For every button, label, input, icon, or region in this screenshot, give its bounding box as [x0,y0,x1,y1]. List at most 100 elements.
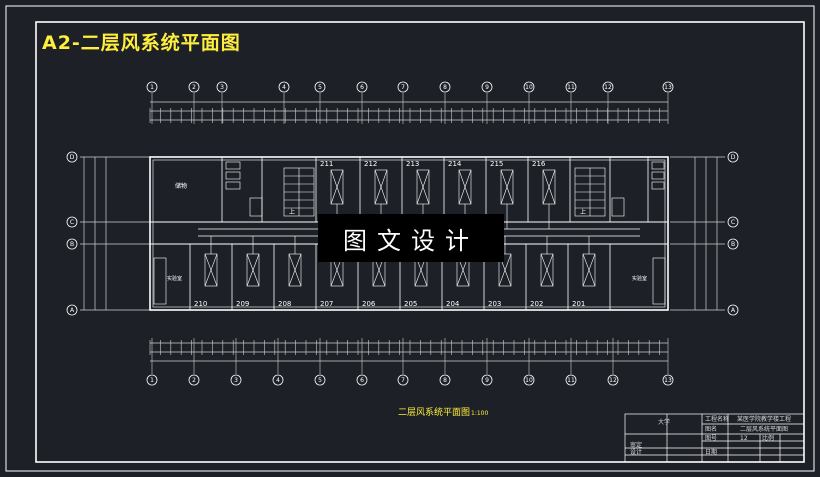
watermark-banner: 图文设计 [318,214,504,262]
duct-unit-208 [288,236,302,287]
duct-unit-215 [500,169,514,229]
title-block-project-name: 某医学院教学楼工程 [737,416,792,423]
room-label-lab-right: 实验室 [632,275,647,282]
top-axis-bubble-5: 5 [314,81,326,124]
room-number-204: 204 [446,300,460,308]
bottom-axis-bubble-2: 2 [188,338,200,386]
svg-text:6: 6 [360,377,364,384]
svg-text:12: 12 [609,377,617,384]
room-number-209: 209 [236,300,249,308]
svg-text:1: 1 [150,84,154,91]
top-axis-bubble-11: 11 [565,81,577,124]
top-dimension-lines [150,101,668,121]
top-axis-bubble-4: 4 [278,81,290,124]
duct-unit-209 [246,236,260,287]
svg-text:7: 7 [401,84,405,91]
title-block-name-label: 图名 [705,426,718,433]
top-axis-bubble-2: 2 [188,81,200,124]
bottom-axis-bubble-13: 13 [662,338,674,386]
left-axis-bubbles: D C B A [66,151,78,316]
right-axis-bubbles: D C B A [727,151,739,316]
duct-unit-210 [204,236,218,287]
title-block-school: 大学 [658,419,671,426]
caption-text: 二层风系统平面图 [398,408,471,418]
top-dimension-ticks [149,108,660,123]
svg-text:C: C [70,219,74,226]
left-axis-bubble-B: B [66,238,78,250]
room-number-213: 213 [406,160,419,168]
top-axis-bubble-10: 10 [523,81,535,124]
left-axis-bubble-D: D [66,151,78,163]
svg-text:A: A [731,307,736,314]
svg-text:5: 5 [318,377,322,384]
bottom-axis-bubble-6: 6 [356,338,368,386]
room-label-storage: 储物 [175,182,187,190]
svg-text:9: 9 [485,84,489,91]
top-axis-bubble-9: 9 [481,81,493,124]
svg-text:B: B [70,241,74,248]
stair-label-left: 上 [289,208,295,216]
svg-text:D: D [70,154,75,161]
svg-text:5: 5 [318,84,322,91]
bottom-axis-bubble-1: 1 [146,338,158,386]
svg-text:2: 2 [192,377,196,384]
bottom-axis-bubble-5: 5 [314,338,326,386]
duct-unit-211 [330,169,344,229]
svg-text:11: 11 [567,84,575,91]
left-axis-bubble-A: A [66,304,78,316]
stair-label-right: 上 [580,208,586,216]
room-number-215: 215 [490,160,503,168]
right-axis-bubble-A: A [727,304,739,316]
room-label-lab-left: 实验室 [167,275,182,282]
top-axis-bubble-12: 12 [602,81,614,124]
svg-text:4: 4 [276,377,280,384]
title-block-lines [624,413,805,463]
svg-text:7: 7 [401,377,405,384]
title-block-drawing-no: 12 [740,435,748,442]
top-room-walls [221,157,649,222]
top-axis-bubble-6: 6 [356,81,368,124]
right-lab-equipment [652,257,666,305]
room-number-211: 211 [320,160,333,168]
svg-text:8: 8 [443,377,447,384]
room-number-206: 206 [362,300,376,308]
svg-text:C: C [731,219,735,226]
right-side-dimensions [670,156,725,311]
bottom-axis-bubble-4: 4 [272,338,284,386]
drawing-caption: 二层风系统平面图1:100 [398,405,488,418]
stair-right [574,167,606,217]
top-axis-bubble-1: 1 [146,81,158,124]
title-block-reviewer-label: 审定 [630,442,643,449]
bottom-dimension-lines [150,342,668,362]
top-axis-bubble-8: 8 [439,81,451,124]
top-room-duct-units [330,169,556,229]
title-block-date-label: 日期 [705,449,718,456]
svg-text:3: 3 [220,84,224,91]
svg-text:D: D [731,154,736,161]
title-block-drawing-no-label: 图号 [705,435,718,442]
drawing-title: A2-二层风系统平面图 [42,32,241,54]
svg-text:B: B [731,241,735,248]
room-number-203: 203 [488,300,501,308]
room-number-207: 207 [320,300,333,308]
outer-border [5,5,815,472]
room-number-201: 201 [572,300,585,308]
top-axis-bubble-7: 7 [397,81,409,124]
left-axis-bubble-C: C [66,216,78,228]
svg-text:2: 2 [192,84,196,91]
left-side-dimensions [80,156,150,311]
right-axis-bubble-D: D [727,151,739,163]
top-axis-bubble-13: 13 [662,81,674,124]
bottom-axis-bubble-3: 3 [230,338,242,386]
svg-text:10: 10 [525,84,533,91]
toilet-fixtures-right [611,161,665,217]
room-number-208: 208 [278,300,291,308]
stair-left [283,167,315,217]
svg-text:6: 6 [360,84,364,91]
bottom-axis-bubble-10: 10 [523,338,535,386]
svg-text:1: 1 [150,377,154,384]
caption-scale: 1:100 [471,410,489,417]
